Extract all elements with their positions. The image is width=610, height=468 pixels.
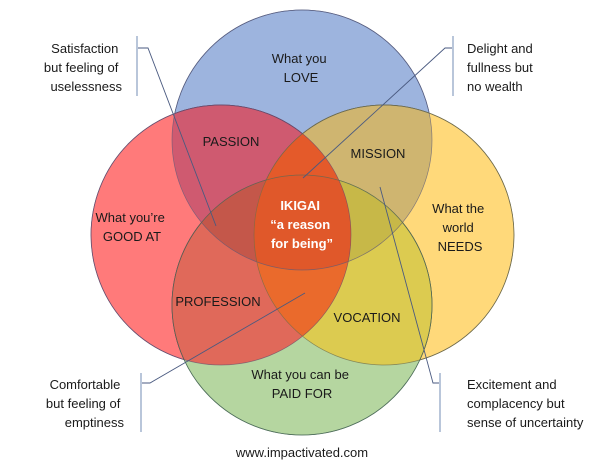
- annotation-bottom-right: Excitement and complacency but sense of …: [467, 377, 584, 430]
- label-mission: MISSION: [351, 146, 406, 161]
- label-ikigai: IKIGAI “a reason for being”: [270, 198, 334, 251]
- label-paid-for: What you can be PAID FOR: [251, 367, 352, 401]
- annotation-top-right: Delight and fullness but no wealth: [467, 41, 536, 94]
- label-needs: What the world NEEDS: [432, 201, 488, 254]
- connector-bottom-right: [379, 186, 441, 432]
- footer-url: www.impactivated.com: [235, 445, 368, 460]
- annotation-bottom-left: Comfortable but feeling of emptiness: [46, 377, 125, 430]
- label-good-at: What you’re GOOD AT: [96, 210, 169, 244]
- label-vocation: VOCATION: [334, 310, 401, 325]
- label-passion: PASSION: [203, 134, 260, 149]
- label-profession: PROFESSION: [175, 294, 260, 309]
- annotation-top-left: Satisfaction but feeling of uselessness: [44, 41, 123, 94]
- connector-top-left: [136, 36, 217, 227]
- connector-bottom-left: [140, 292, 306, 432]
- label-love: What you LOVE: [272, 51, 331, 85]
- connector-top-right: [302, 36, 454, 179]
